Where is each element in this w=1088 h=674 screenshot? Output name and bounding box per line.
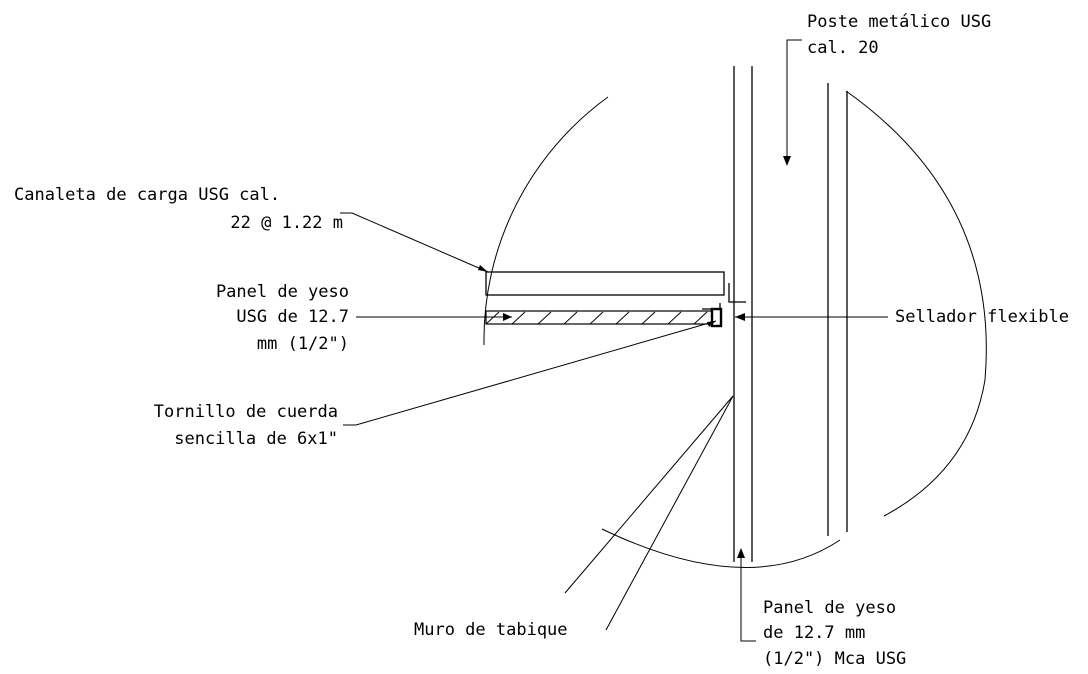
label-panel2-2: de 12.7 mm <box>763 623 865 643</box>
arrow-sellador <box>735 313 745 321</box>
angle-bracket <box>728 283 746 303</box>
label-sellador: Sellador flexible <box>895 307 1069 327</box>
screw-head <box>702 303 721 310</box>
label-panel-2: USG de 12.7 <box>236 307 349 327</box>
leader-muro-1 <box>564 395 734 594</box>
leader-canaleta <box>340 212 489 273</box>
leader-muro-2 <box>605 395 734 631</box>
detail-circle-arc-bottom <box>601 528 841 568</box>
label-muro: Muro de tabique <box>414 620 568 640</box>
label-poste-1: Poste metálico USG <box>807 12 991 32</box>
leader-tornillo <box>343 320 717 426</box>
arrow-panel <box>503 313 512 321</box>
label-tornillo-2: sencilla de 6x1" <box>174 429 338 449</box>
arrow-poste <box>783 156 791 166</box>
arrow-tornillo <box>707 321 716 327</box>
detail-circle-arc-left <box>483 96 609 346</box>
load-channel <box>485 271 725 296</box>
arrow-canaleta <box>478 265 488 272</box>
leader-panel-2 <box>740 550 756 642</box>
label-panel2-3: (1/2") Mca USG <box>763 649 906 669</box>
gypsum-panel <box>485 310 713 325</box>
screw <box>710 307 723 328</box>
leader-poste <box>786 39 802 164</box>
label-canaleta-1: Canaleta de carga USG cal. <box>14 185 280 205</box>
arrow-panel-2 <box>737 548 745 558</box>
label-tornillo-1: Tornillo de cuerda <box>154 402 338 422</box>
detail-circle-arc-right <box>845 90 987 517</box>
label-panel2-1: Panel de yeso <box>763 598 896 618</box>
label-canaleta-2: 22 @ 1.22 m <box>230 213 343 233</box>
label-panel-1: Panel de yeso <box>216 282 349 302</box>
label-poste-2: cal. 20 <box>807 38 879 58</box>
label-panel-3: mm (1/2") <box>257 334 349 354</box>
